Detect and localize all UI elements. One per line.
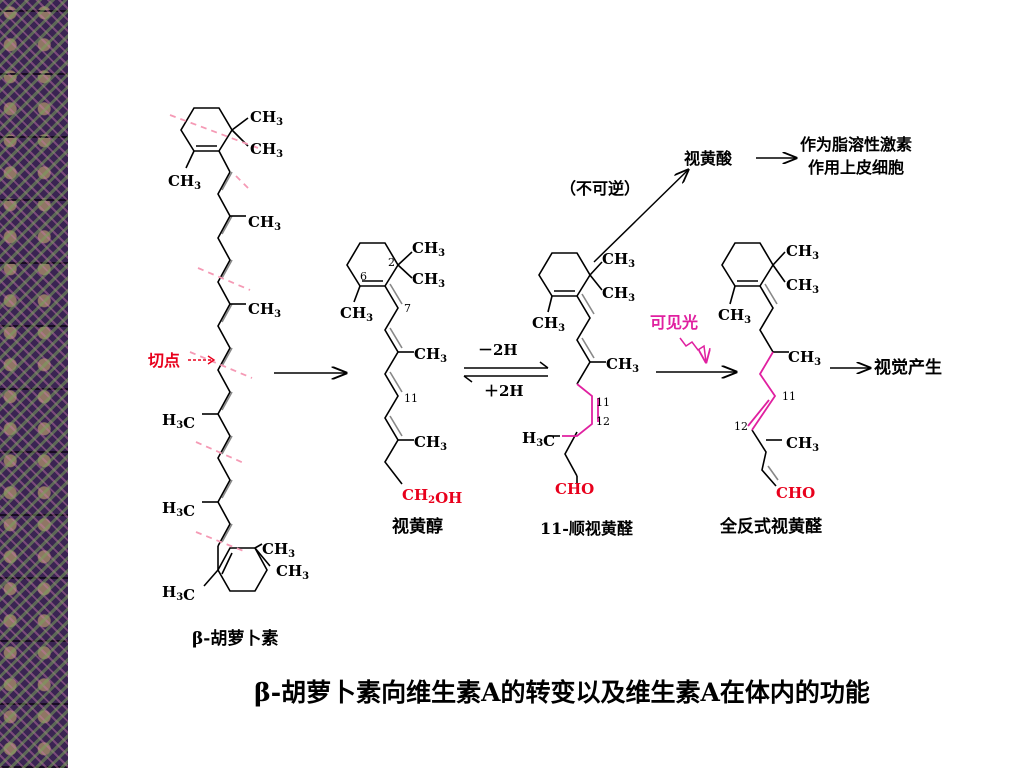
arrow-to-retinoic-acid	[593, 170, 688, 263]
trans-num-11: 11	[782, 390, 796, 403]
cis-bond-highlight	[562, 383, 599, 437]
retinoic-function-2: 作用上皮细胞	[808, 158, 904, 177]
trans-ch3-b: CH3	[786, 276, 819, 296]
bc-ch3-top1: CH3	[250, 108, 283, 128]
vision-label: 视觉产生	[874, 357, 942, 378]
trans-ch3-a: CH3	[786, 242, 819, 262]
retinoic-acid-label: 视黄酸	[684, 149, 733, 168]
bc-h3c-ring: H3C	[162, 583, 195, 604]
beta-carotene-structure	[180, 107, 271, 592]
figure-caption: β-胡萝卜素向维生素A的转变以及维生素A在体内的功能	[254, 678, 870, 707]
cis-h3c-c2: H3C	[522, 429, 555, 450]
beta-carotene-name: β-胡萝卜素	[192, 628, 278, 649]
ret-ch3-a: CH3	[412, 239, 445, 259]
ret-group: CH2OH	[402, 486, 462, 507]
light-squiggle	[679, 337, 706, 362]
visible-light-label: 可见光	[650, 313, 698, 332]
ret-num-11: 11	[404, 392, 418, 405]
bc-h3c-chain2: H3C	[162, 499, 195, 520]
equilibrium-arrows	[463, 361, 549, 383]
cis-retinal-structure	[538, 252, 606, 484]
cis-num-11: 11	[596, 396, 610, 409]
trans-ch3-c1: CH3	[788, 348, 821, 368]
irreversible-label: （不可逆）	[560, 179, 640, 198]
cis-retinal-name: 11-顺视黄醛	[540, 519, 634, 538]
ret-num-7: 7	[404, 302, 411, 315]
cis-retinal-labels: CH3 CH3 CH3 CH3 H3C 11 12 CHO 11-顺视黄醛	[522, 250, 639, 538]
ret-num-6: 6	[360, 270, 367, 283]
trans-retinal-structure	[721, 242, 789, 487]
cis-ch3-a: CH3	[602, 250, 635, 270]
trans-ch3-c2: CH3	[786, 434, 819, 454]
bc-ch3-ring: CH3	[168, 172, 201, 192]
ret-ch3-ring: CH3	[340, 304, 373, 324]
ret-ch3-c1: CH3	[414, 345, 447, 365]
cis-num-12: 12	[596, 415, 610, 428]
cleavage-dashes	[169, 114, 259, 553]
retinol-name: 视黄醇	[392, 516, 443, 537]
retinol-structure	[346, 242, 414, 485]
bc-ch3-bot1: CH3	[262, 540, 295, 560]
bc-ch3-chain1: CH3	[248, 213, 281, 233]
decorative-side-strip	[0, 0, 68, 768]
trans-retinal-labels: CH3 CH3 CH3 CH3 CH3 11 12 CHO 全反式视黄醛	[718, 242, 823, 537]
bc-ch3-top2: CH3	[250, 140, 283, 160]
ret-num-2: 2	[388, 256, 395, 269]
plus-2h-label: ＋2H	[484, 382, 524, 400]
ret-ch3-b: CH3	[412, 270, 445, 290]
cut-point-label: 切点	[148, 351, 180, 370]
bc-ch3-bot2: CH3	[276, 562, 309, 582]
ret-ch3-c2: CH3	[414, 433, 447, 453]
minus-2h-label: －2H	[478, 341, 518, 359]
trans-num-12: 12	[734, 420, 748, 433]
bc-h3c-chain1: H3C	[162, 411, 195, 432]
cis-ch3-b: CH3	[602, 284, 635, 304]
trans-bond-highlight	[747, 351, 777, 431]
cis-group: CHO	[555, 480, 594, 498]
cis-ch3-c1: CH3	[606, 355, 639, 375]
retinol-labels: CH3 CH3 CH3 CH3 CH3 6 2 7 11 CH2OH 视黄醇	[340, 239, 462, 537]
trans-ch3-ring: CH3	[718, 306, 751, 326]
trans-retinal-name: 全反式视黄醛	[719, 516, 823, 537]
beta-carotene-labels: CH3 CH3 CH3 CH3 CH3 H3C H3C CH3 CH3 H3C …	[162, 108, 309, 649]
cis-ch3-ring: CH3	[532, 314, 565, 334]
bc-ch3-chain2: CH3	[248, 300, 281, 320]
retinoic-function-1: 作为脂溶性激素	[800, 135, 912, 154]
trans-group: CHO	[776, 484, 815, 502]
